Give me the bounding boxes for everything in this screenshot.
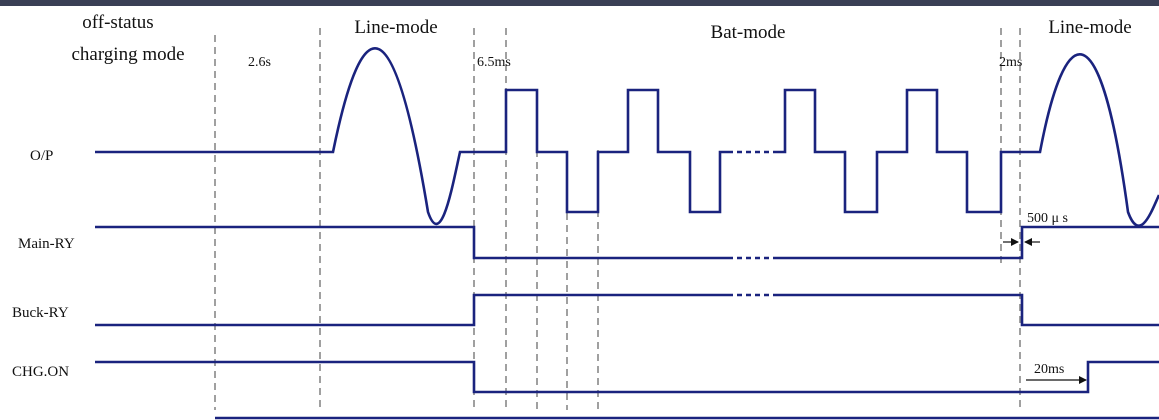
buck-ry-part2 (778, 293, 1159, 327)
waveform-op (95, 47, 1159, 228)
mode-label-line-mode-2: Line-mode (1048, 17, 1131, 38)
buck-ry-part1 (95, 293, 728, 327)
op-waveform-part1 (95, 47, 728, 226)
chg-on-waveform (95, 360, 1159, 394)
main-ry-part1 (95, 225, 728, 260)
mode-label-charging-mode: charging mode (71, 44, 184, 65)
op-waveform-part2 (778, 53, 1159, 228)
mode-label-line-mode-1: Line-mode (354, 17, 437, 38)
mode-label-off-status: off-status (82, 12, 153, 33)
top-border-bar (0, 0, 1159, 6)
waveform-main-ry (95, 225, 1159, 260)
waveform-buck-ry (95, 293, 1159, 327)
timing-20ms: 20ms (1034, 362, 1064, 377)
timing-6-5ms: 6.5ms (477, 55, 511, 70)
main-ry-part2 (778, 225, 1159, 260)
signal-label-chg-on: CHG.ON (12, 364, 69, 380)
timing-500us: 500 μ s (1027, 211, 1068, 226)
timing-2ms: 2ms (999, 55, 1022, 70)
timing-markers (214, 28, 1021, 410)
signal-label-buck-ry: Buck-RY (12, 305, 69, 321)
mode-label-bat-mode: Bat-mode (711, 22, 786, 43)
signal-label-main-ry: Main-RY (18, 236, 75, 252)
signal-label-op: O/P (30, 148, 53, 164)
waveform-chg-on (95, 360, 1159, 394)
timing-2-6s: 2.6s (248, 55, 271, 70)
